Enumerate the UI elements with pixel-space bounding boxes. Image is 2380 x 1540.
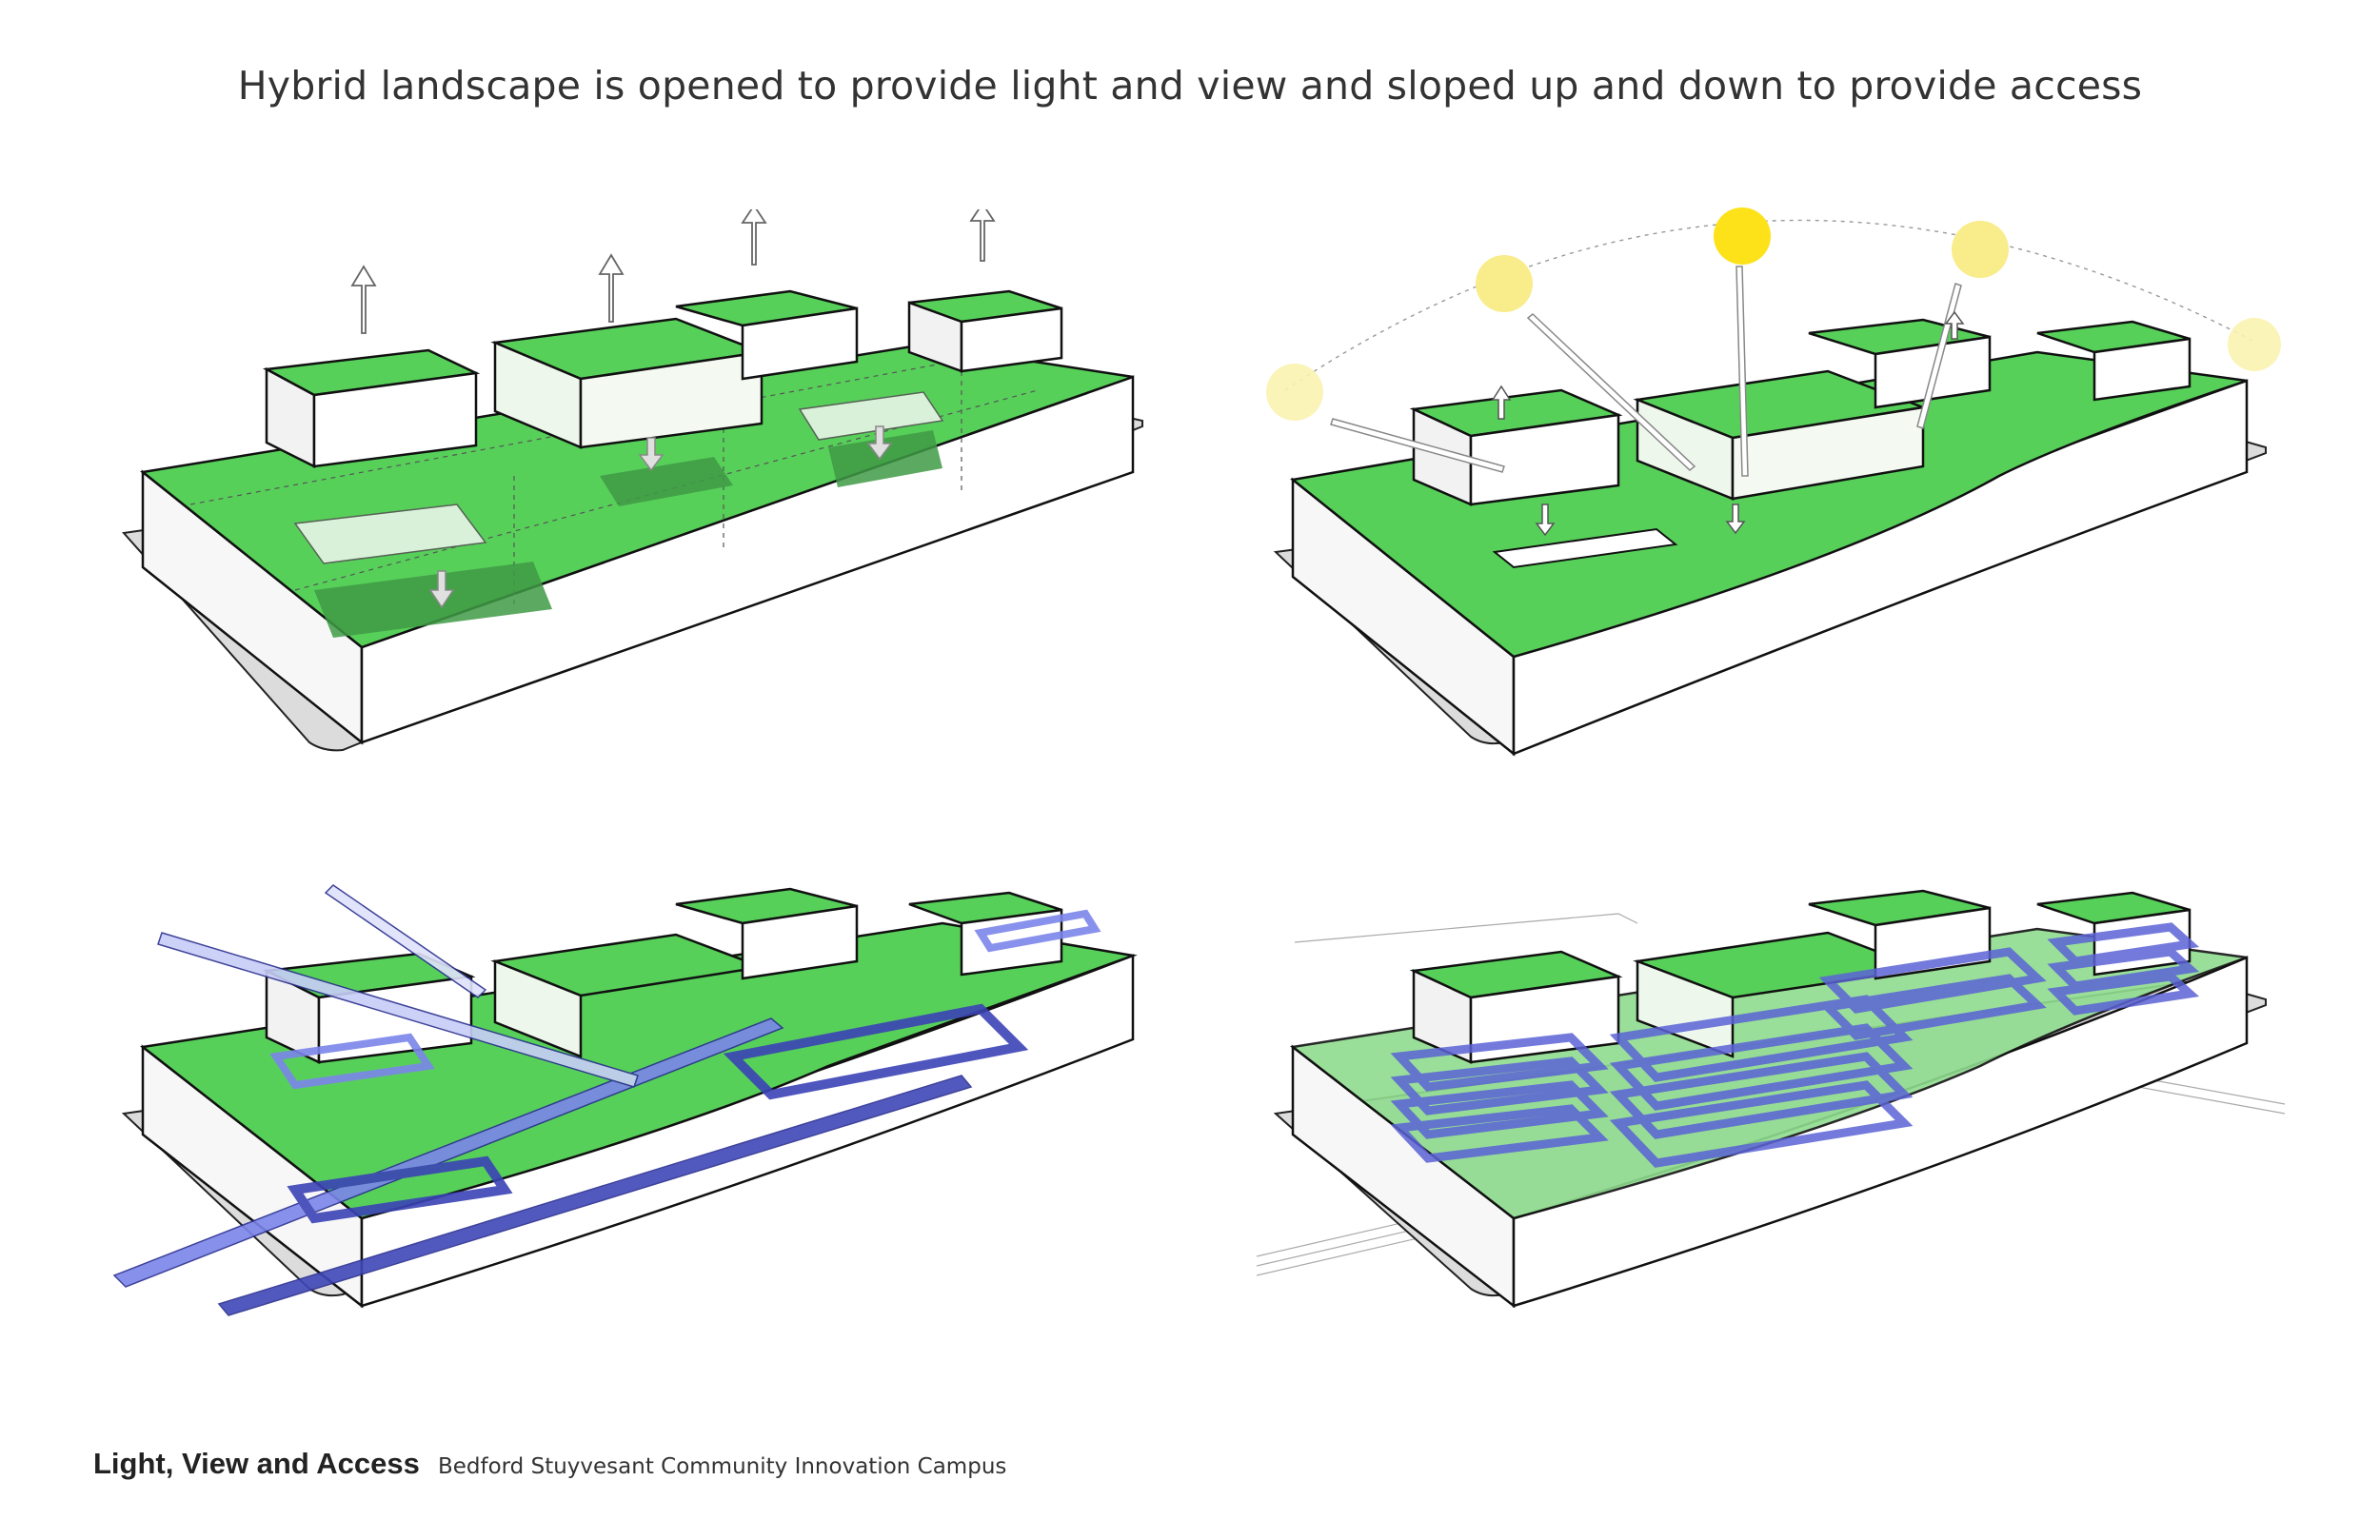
diagram-vertical-circulation — [1257, 889, 2286, 1309]
circulation-ring — [1818, 947, 2047, 1014]
access-path — [723, 1003, 1029, 1100]
volume-box-3 — [675, 887, 859, 980]
circulation-ring — [1390, 1104, 1609, 1163]
circulation-ring — [2047, 972, 2200, 1016]
volume-box-3 — [675, 289, 859, 381]
sun-ray-arrow-icon — [1735, 266, 1749, 477]
sun-icon — [1952, 221, 2009, 278]
access-path — [269, 1033, 435, 1090]
up-arrow-icon — [1944, 310, 1965, 340]
landscape-opening — [314, 562, 552, 638]
volume-box-4 — [2036, 320, 2192, 402]
down-arrow-icon — [1725, 503, 1746, 535]
circulation-ring — [2047, 922, 2200, 966]
access-path — [217, 1075, 973, 1316]
access-path — [324, 884, 487, 998]
caption: Light, View and Access Bedford Stuyvesan… — [93, 1447, 1006, 1481]
volume-box-1 — [262, 348, 481, 469]
circulation-ring — [1609, 1080, 1914, 1168]
landscape-opening — [828, 430, 942, 487]
green-landscape-roof — [1290, 350, 2248, 659]
volume-box-2 — [1633, 931, 1928, 1058]
down-arrow-icon — [428, 570, 455, 609]
access-path — [287, 1155, 513, 1224]
access-path — [974, 909, 1101, 953]
down-arrow-icon — [1535, 503, 1556, 537]
volume-box-2 — [490, 317, 766, 449]
access-path — [157, 932, 639, 1088]
sun-icon — [1266, 364, 1323, 421]
landscape-opening — [600, 457, 733, 506]
caption-title: Light, View and Access — [93, 1447, 420, 1480]
up-arrow-icon — [741, 209, 767, 266]
access-path — [112, 1017, 784, 1288]
volume-box-4 — [907, 289, 1063, 373]
caption-subtitle: Bedford Stuyvesant Community Innovation … — [437, 1454, 1007, 1479]
glass-plane — [798, 391, 944, 441]
sun-icon — [1476, 255, 1533, 312]
volume-box-1 — [1409, 388, 1623, 506]
sun-icon — [1714, 207, 1771, 265]
circulation-ring — [2047, 947, 2200, 991]
up-arrow-icon — [1491, 385, 1512, 420]
page-title: Hybrid landscape is opened to provide li… — [237, 63, 2143, 109]
sun-ray-arrow-icon — [1526, 313, 1696, 471]
landscape-opening — [1492, 527, 1678, 569]
down-arrow-icon — [866, 425, 893, 461]
up-arrow-icon — [350, 265, 377, 334]
down-arrow-icon — [638, 437, 664, 472]
diagram-sun-light — [1266, 207, 2281, 757]
glass-plane — [293, 503, 487, 564]
diagram-access-paths — [112, 884, 1138, 1316]
diagram-light-openings — [122, 209, 1143, 752]
sun-ray-arrow-icon — [1330, 418, 1505, 473]
sun-path-arc — [1284, 219, 2257, 391]
up-arrow-icon — [969, 209, 996, 262]
volume-box-2 — [1633, 369, 1928, 501]
sun-icon — [2228, 318, 2281, 371]
up-arrow-icon — [598, 253, 625, 323]
circulation-stacks — [1390, 922, 2200, 1168]
circulation-ring — [1818, 974, 2047, 1040]
